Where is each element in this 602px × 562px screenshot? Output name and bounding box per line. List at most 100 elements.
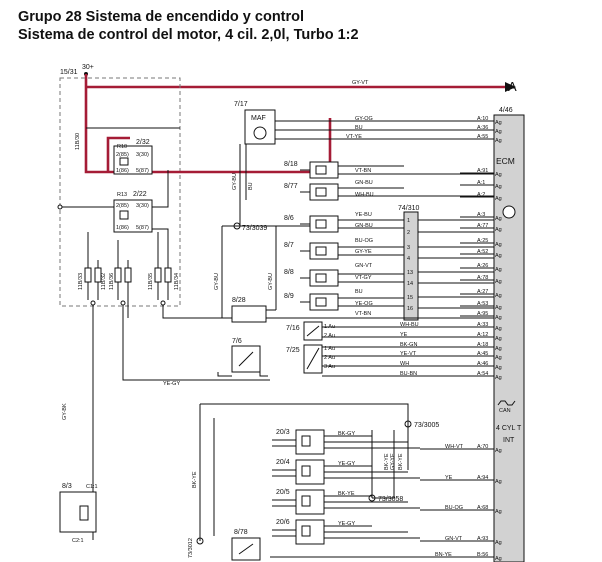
- injector: 8/77: [284, 183, 494, 201]
- ecm-wire: BU-OG: [355, 238, 373, 244]
- ecm-cyl: 4 CYL T: [496, 425, 522, 432]
- ecm-pin: A:1: [477, 180, 485, 186]
- ecm-wire: GN-BU: [355, 180, 373, 186]
- node-15-31: 15/31: [60, 69, 78, 76]
- coil-id: 20/6: [276, 519, 290, 526]
- ecm-wire: BU: [355, 289, 363, 295]
- fuse-2: 11B/33: [78, 273, 84, 290]
- ecm-pin: A:77: [477, 223, 488, 229]
- ecm-ag: Ag: [495, 540, 502, 546]
- sensor-c1: C1:1: [86, 484, 98, 490]
- ecm-wire: WH-BU: [400, 322, 419, 328]
- ecm-pin: A:94: [477, 475, 488, 481]
- maf-ground-wires: [239, 144, 247, 226]
- ecm-ag: Ag: [495, 375, 502, 381]
- ecm-ag: Ag: [495, 184, 502, 190]
- au-2: 2 Au: [324, 333, 335, 339]
- ecm-wire: BU: [355, 125, 363, 131]
- wire-bu: BU: [248, 182, 254, 190]
- sensor-8-3-coil-icon: [79, 505, 89, 521]
- au-3: 1 Au: [324, 346, 335, 352]
- sensor-7-16-label: 7/16: [286, 325, 300, 332]
- wire-gy-bu-3: GY-BU: [268, 273, 274, 290]
- maf-transistor-icon: [253, 126, 267, 140]
- sensor-7-6-label: 7/6: [232, 338, 242, 345]
- splice-wires: [221, 225, 310, 318]
- ecm-pin: A:52: [477, 249, 488, 255]
- injector-id: 8/9: [284, 293, 294, 300]
- ecm-wire: GY-OG: [355, 116, 373, 122]
- ecm-label: ECM: [496, 156, 515, 166]
- arrow-label: A: [508, 79, 517, 94]
- wire-bk-ye-3: BK-YE: [384, 453, 390, 470]
- ecm-pin: A:55: [477, 134, 488, 140]
- ecm-wire: BU-BN: [400, 371, 417, 377]
- connector-pin: 3: [407, 245, 410, 251]
- sensor-7-6-wires: [217, 351, 268, 377]
- injector: 8/18: [284, 161, 494, 179]
- ecm-wire: YE-VT: [400, 351, 417, 357]
- ecm-ag: Ag: [495, 216, 502, 222]
- ecm-wire: VT-BN: [355, 168, 371, 174]
- ecm-ag: Ag: [495, 172, 502, 178]
- coil-wire: BK-GY: [338, 431, 355, 437]
- splice-73-3012: 73/3012: [188, 538, 194, 558]
- arrow-icon: [505, 82, 516, 92]
- ecm-ag: Ag: [495, 336, 502, 342]
- injector: 8/9: [284, 293, 404, 311]
- ecm-ag: Ag: [495, 293, 502, 299]
- injector-id: 8/8: [284, 269, 294, 276]
- ecm-transistor-icon: [502, 205, 516, 219]
- ecm-ag: Ag: [495, 315, 502, 321]
- ecm-wire: WH-VT: [445, 444, 464, 450]
- splice-73-3039: 73/3039: [242, 225, 267, 232]
- r10-p2: 3(30): [136, 152, 149, 158]
- ecm-pin: A:3: [477, 212, 485, 218]
- maf-id: 7/17: [234, 101, 248, 108]
- ecm-pin: A:26: [477, 263, 488, 269]
- ecm-ag: Ag: [495, 365, 502, 371]
- ecm-ag: Ag: [495, 448, 502, 454]
- fuse-6: 11B/34: [174, 273, 180, 290]
- r10-p1: 2(85): [116, 152, 129, 158]
- ecm-ag: Ag: [495, 242, 502, 248]
- splice-73-3005: 73/3005: [414, 422, 439, 429]
- ecm-ag: Ag: [495, 129, 502, 135]
- ecm-wire: YE: [445, 475, 453, 481]
- maf-label: MAF: [251, 115, 266, 122]
- injector: 8/7: [284, 242, 404, 260]
- coil-wire: BK-YE: [338, 491, 355, 497]
- left-ground-wires: [199, 404, 215, 541]
- wire-gy-bu-1: GY-BU: [232, 173, 238, 190]
- ecm-pin: A:45: [477, 351, 488, 357]
- sensor-symbols: [306, 325, 320, 370]
- sensor-8-3-label: 8/3: [62, 483, 72, 490]
- fuse-3: 11B/32: [101, 273, 107, 290]
- ecm-pin: A:25: [477, 238, 488, 244]
- fuse-5: 11B/35: [148, 273, 154, 290]
- r13-p4: 5(87): [136, 225, 149, 231]
- connector-74-310-label: 74/310: [398, 205, 420, 212]
- sensor-8-78-label: 8/78: [234, 529, 248, 536]
- ground-bus: [200, 403, 409, 499]
- au-5: 3 Au: [324, 364, 335, 370]
- ecm-ag: Ag: [495, 196, 502, 202]
- fuse-wires: [92, 300, 270, 540]
- ecm-pin: A:36: [477, 125, 488, 131]
- voltage-30: 30+: [82, 64, 94, 71]
- ecm-module: [493, 114, 525, 562]
- r10-code: 2/32: [136, 139, 150, 146]
- top-wire: GY-VT: [352, 80, 369, 86]
- r13-p1: 2(85): [116, 203, 129, 209]
- r10-p3: 1(86): [116, 168, 129, 174]
- ecm-pin: A:12: [477, 332, 488, 338]
- ecm-ag: Ag: [495, 556, 502, 562]
- connector-74-310: [403, 211, 419, 321]
- r10-p4: 5(87): [136, 168, 149, 174]
- injector-id: 8/7: [284, 242, 294, 249]
- diagram-title: Grupo 28 Sistema de encendido y control: [18, 9, 305, 25]
- canister-id: 8/28: [232, 297, 246, 304]
- r13-id: R13: [117, 192, 127, 198]
